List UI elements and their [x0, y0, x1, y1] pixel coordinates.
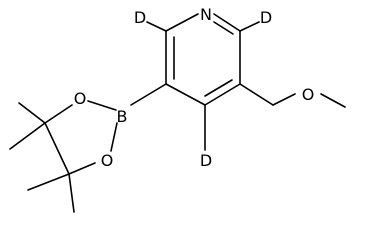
- bond-ring-c5-c4-inner: [204, 79, 233, 97]
- bond-methyl-3: [27, 173, 70, 191]
- atom-label-b: B: [117, 107, 128, 126]
- atom-label-o-methoxy: O: [302, 85, 315, 104]
- atom-label-o-top: O: [74, 89, 87, 108]
- atom-label-d-bottom: D: [200, 151, 212, 170]
- bond-o-top-c: [44, 104, 73, 124]
- bond-ring-n-c6-inner: [213, 21, 234, 35]
- bond-ch2-o: [272, 93, 296, 106]
- bond-c3-b: [130, 83, 167, 106]
- bond-c2-d: [146, 21, 167, 32]
- molecule-structure: N D D D O B O O: [9, 5, 346, 213]
- bond-ring-c4-c3: [165, 83, 206, 106]
- bond-c6-d: [239, 21, 260, 32]
- bond-methyl-4: [68, 173, 75, 213]
- bond-methyl-2: [9, 122, 46, 150]
- bond-ring-c2-n: [165, 13, 199, 32]
- bond-o-ch3: [320, 93, 346, 108]
- atom-label-d-right: D: [260, 8, 272, 27]
- bond-ring-c5-c4: [204, 83, 241, 106]
- atom-label-n: N: [200, 5, 212, 24]
- atom-label-o-bottom: O: [101, 151, 114, 170]
- atom-label-d-left: D: [134, 8, 146, 27]
- structure-canvas: N D D D O B O O: [9, 5, 346, 213]
- bond-b-o-bottom: [110, 122, 118, 152]
- bond-c-c-ring: [44, 122, 70, 175]
- bond-ring-n-c6: [213, 13, 241, 32]
- bond-methyl-1: [18, 102, 46, 124]
- bond-b-o-top: [87, 100, 117, 111]
- bond-o-bottom-c: [68, 162, 96, 175]
- bond-c5-ch2: [239, 83, 274, 106]
